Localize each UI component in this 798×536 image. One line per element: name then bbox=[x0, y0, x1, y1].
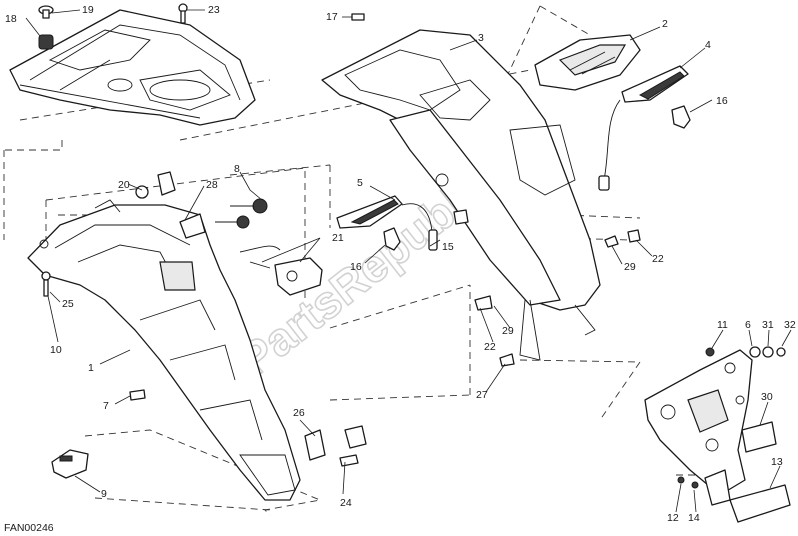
callout-7: 7 bbox=[103, 400, 109, 412]
rack-grommet bbox=[38, 5, 54, 50]
callout-31: 31 bbox=[762, 319, 774, 331]
callout-30: 30 bbox=[761, 391, 773, 403]
small-fasteners bbox=[41, 13, 641, 467]
callout-5: 5 bbox=[357, 177, 363, 189]
callout-4: 4 bbox=[705, 39, 711, 51]
callout-8: 8 bbox=[234, 163, 240, 175]
callout-22-top: 22 bbox=[652, 253, 664, 265]
callout-16-left: 16 bbox=[350, 261, 362, 273]
callout-1: 1 bbox=[88, 362, 94, 374]
callout-9: 9 bbox=[101, 488, 107, 500]
leader-lines bbox=[25, 9, 792, 513]
license-plate-mount bbox=[644, 346, 791, 523]
fender-clip bbox=[51, 449, 89, 479]
callout-29-bottom: 29 bbox=[502, 325, 514, 337]
bulb-right bbox=[671, 105, 691, 129]
callout-20: 20 bbox=[118, 179, 130, 191]
callout-23: 23 bbox=[208, 4, 220, 16]
callout-22-bottom: 22 bbox=[484, 341, 496, 353]
callout-3: 3 bbox=[478, 32, 484, 44]
callout-14: 14 bbox=[688, 512, 700, 524]
callout-11: 11 bbox=[717, 319, 728, 331]
callout-18: 18 bbox=[5, 13, 17, 25]
callout-16-right: 16 bbox=[716, 95, 728, 107]
rear-fender bbox=[27, 199, 301, 501]
callout-12: 12 bbox=[667, 512, 679, 524]
diagram-code: FAN00246 bbox=[4, 522, 54, 534]
bulb-left bbox=[383, 227, 401, 251]
callout-29-top: 29 bbox=[624, 261, 636, 273]
rack-bolt bbox=[178, 3, 188, 24]
callout-26: 26 bbox=[293, 407, 305, 419]
callout-10: 10 bbox=[50, 344, 62, 356]
callout-2: 2 bbox=[662, 18, 668, 30]
rear-rack bbox=[9, 9, 256, 126]
callout-15: 15 bbox=[442, 241, 454, 253]
callout-13: 13 bbox=[771, 456, 783, 468]
plate-holder-bracket bbox=[321, 29, 601, 361]
callout-6: 6 bbox=[745, 319, 751, 331]
callout-32: 32 bbox=[784, 319, 796, 331]
turn-signal-left bbox=[336, 195, 438, 251]
seat-lock-assembly bbox=[135, 171, 323, 296]
turn-signal-right bbox=[598, 65, 689, 191]
callout-27: 27 bbox=[476, 389, 488, 401]
callout-28: 28 bbox=[206, 179, 218, 191]
callout-19: 19 bbox=[82, 4, 94, 16]
callout-25: 25 bbox=[62, 298, 74, 310]
tail-light bbox=[534, 34, 641, 91]
callout-21: 21 bbox=[332, 232, 344, 244]
callout-17: 17 bbox=[326, 11, 338, 23]
callout-labels: 1 2 3 4 5 6 7 8 9 10 11 12 13 14 15 16 1… bbox=[5, 4, 796, 524]
callout-24: 24 bbox=[340, 497, 352, 509]
